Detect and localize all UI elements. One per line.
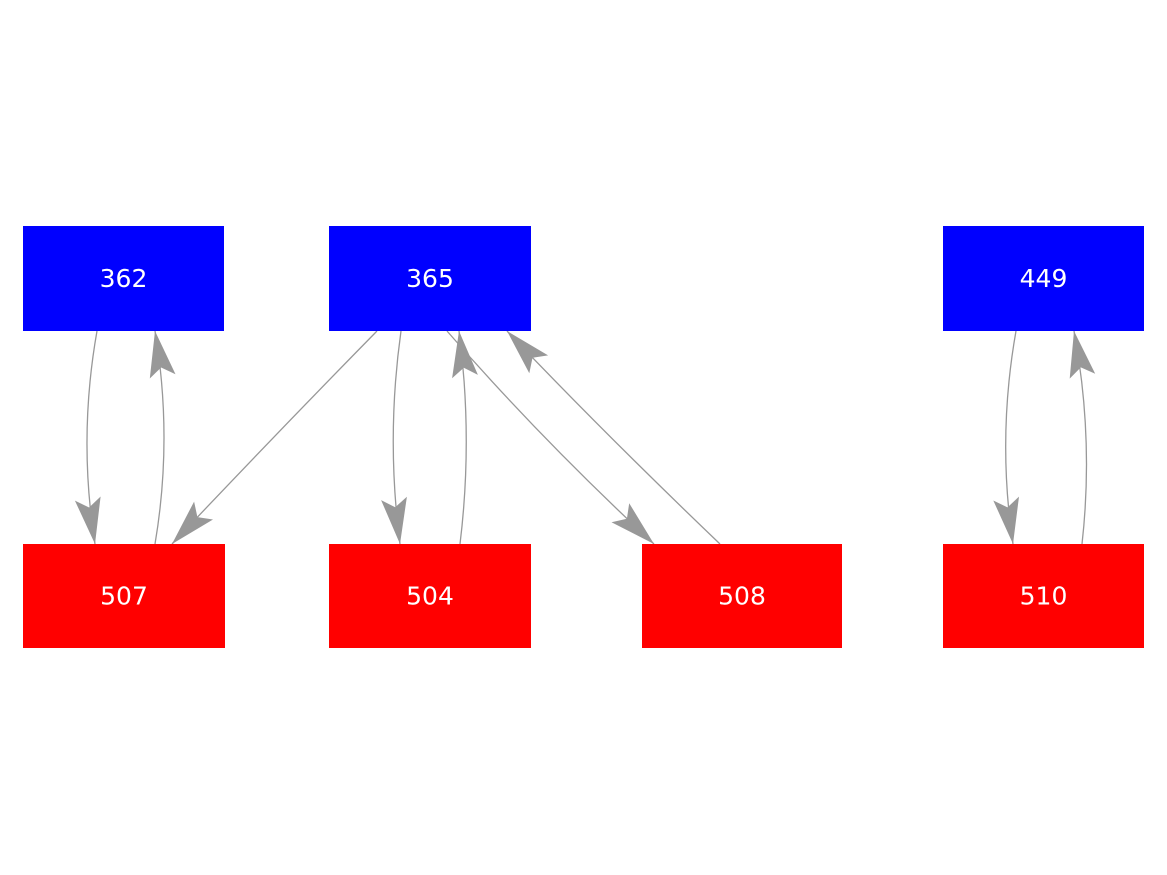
graph-node-362: 362: [23, 226, 224, 331]
arrowhead-icon: [507, 331, 549, 374]
graph-node-504: 504: [329, 544, 531, 648]
edge-line: [446, 330, 655, 545]
graph-edge-449-to-510: [993, 330, 1019, 545]
graph-edge-508-to-365: [506, 330, 721, 545]
arrowhead-icon: [381, 496, 407, 544]
node-label: 362: [100, 264, 148, 293]
arrowhead-icon: [611, 503, 654, 544]
graph-edge-365-to-508: [446, 330, 655, 545]
node-label: 508: [718, 582, 766, 611]
node-box-blue: [943, 226, 1144, 331]
graph-edge-510-to-449: [1069, 330, 1096, 545]
node-box-red: [329, 544, 531, 648]
arrowhead-icon: [452, 331, 478, 379]
graph-node-507: 507: [23, 544, 225, 648]
graph-edge-365-to-504: [381, 330, 407, 545]
node-label: 365: [406, 264, 454, 293]
graph-node-510: 510: [943, 544, 1144, 648]
graph-edge-365-to-507: [171, 330, 378, 545]
arrowhead-icon: [149, 331, 176, 379]
node-label: 507: [100, 582, 148, 611]
node-label: 510: [1020, 582, 1068, 611]
arrowhead-icon: [993, 496, 1019, 544]
graph-node-365: 365: [329, 226, 531, 331]
node-box-red: [943, 544, 1144, 648]
node-box-red: [642, 544, 842, 648]
graph-node-449: 449: [943, 226, 1144, 331]
graph-edge-362-to-507: [74, 330, 101, 545]
node-box-blue: [329, 226, 531, 331]
edge-line: [171, 330, 378, 545]
node-label: 449: [1020, 264, 1068, 293]
graph-edge-507-to-362: [149, 330, 176, 545]
arrowhead-icon: [74, 496, 101, 544]
edge-line: [506, 330, 721, 545]
node-label: 504: [406, 582, 454, 611]
graph-edge-504-to-365: [452, 330, 478, 545]
node-box-blue: [23, 226, 224, 331]
arrowhead-icon: [1069, 331, 1096, 379]
graph-node-508: 508: [642, 544, 842, 648]
arrowhead-icon: [172, 501, 213, 544]
node-box-red: [23, 544, 225, 648]
